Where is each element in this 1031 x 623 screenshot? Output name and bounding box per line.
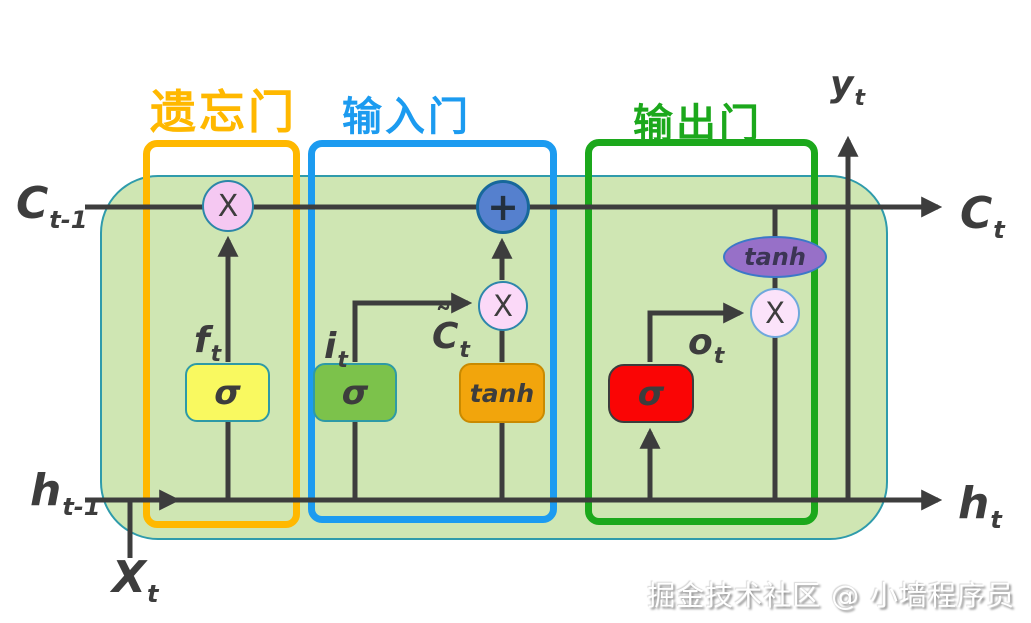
y-output-label: yt — [830, 64, 865, 111]
output-activation-label: ot — [688, 322, 725, 369]
forget-multiply-node: X — [202, 180, 254, 232]
input-multiply-node: X — [478, 281, 528, 331]
c-next-label: Ct — [960, 188, 1005, 244]
tanh-label: tanh — [744, 243, 806, 271]
forget-gate-title: 遗忘门 — [150, 85, 297, 139]
input-gate-outline — [308, 140, 557, 523]
output-sigma-to-multiply — [647, 302, 745, 362]
c-prev-label: Ct-1 — [16, 178, 88, 234]
sigma-label: σ — [637, 373, 665, 414]
tilde-accent: ˜ — [435, 301, 452, 341]
h-prev-label: ht-1 — [30, 465, 101, 521]
output-sigma-box: σ — [608, 364, 694, 423]
output-gate-title: 输出门 — [633, 101, 762, 147]
forget-activation-label: ft — [194, 320, 222, 367]
multiply-icon: X — [493, 289, 513, 323]
add-node: + — [476, 180, 530, 234]
input-sigma-to-multiply — [352, 292, 473, 362]
multiply-icon: X — [217, 188, 239, 224]
input-sigma-box: σ — [313, 363, 397, 422]
x-input-label: Xt — [112, 552, 159, 608]
sigma-label: σ — [341, 372, 369, 413]
sigma-label: σ — [214, 372, 241, 413]
h-next-label: ht — [958, 478, 1002, 534]
watermark: 掘金技术社区 @ 小墙程序员 — [647, 579, 1015, 612]
forget-gate-outline — [143, 140, 300, 528]
tanh-label: tanh — [469, 378, 535, 408]
input-activation-label: it — [324, 326, 348, 373]
input-gate-title: 输入门 — [342, 94, 471, 140]
candidate-cell-label: ˜Ct — [432, 301, 470, 363]
plus-icon: + — [487, 185, 519, 229]
output-gate-outline — [585, 139, 818, 525]
candidate-tanh-box: tanh — [459, 363, 545, 423]
multiply-icon: X — [765, 296, 785, 330]
cell-tanh-node: tanh — [723, 236, 827, 278]
output-multiply-node: X — [750, 288, 800, 338]
forget-sigma-box: σ — [185, 363, 270, 422]
